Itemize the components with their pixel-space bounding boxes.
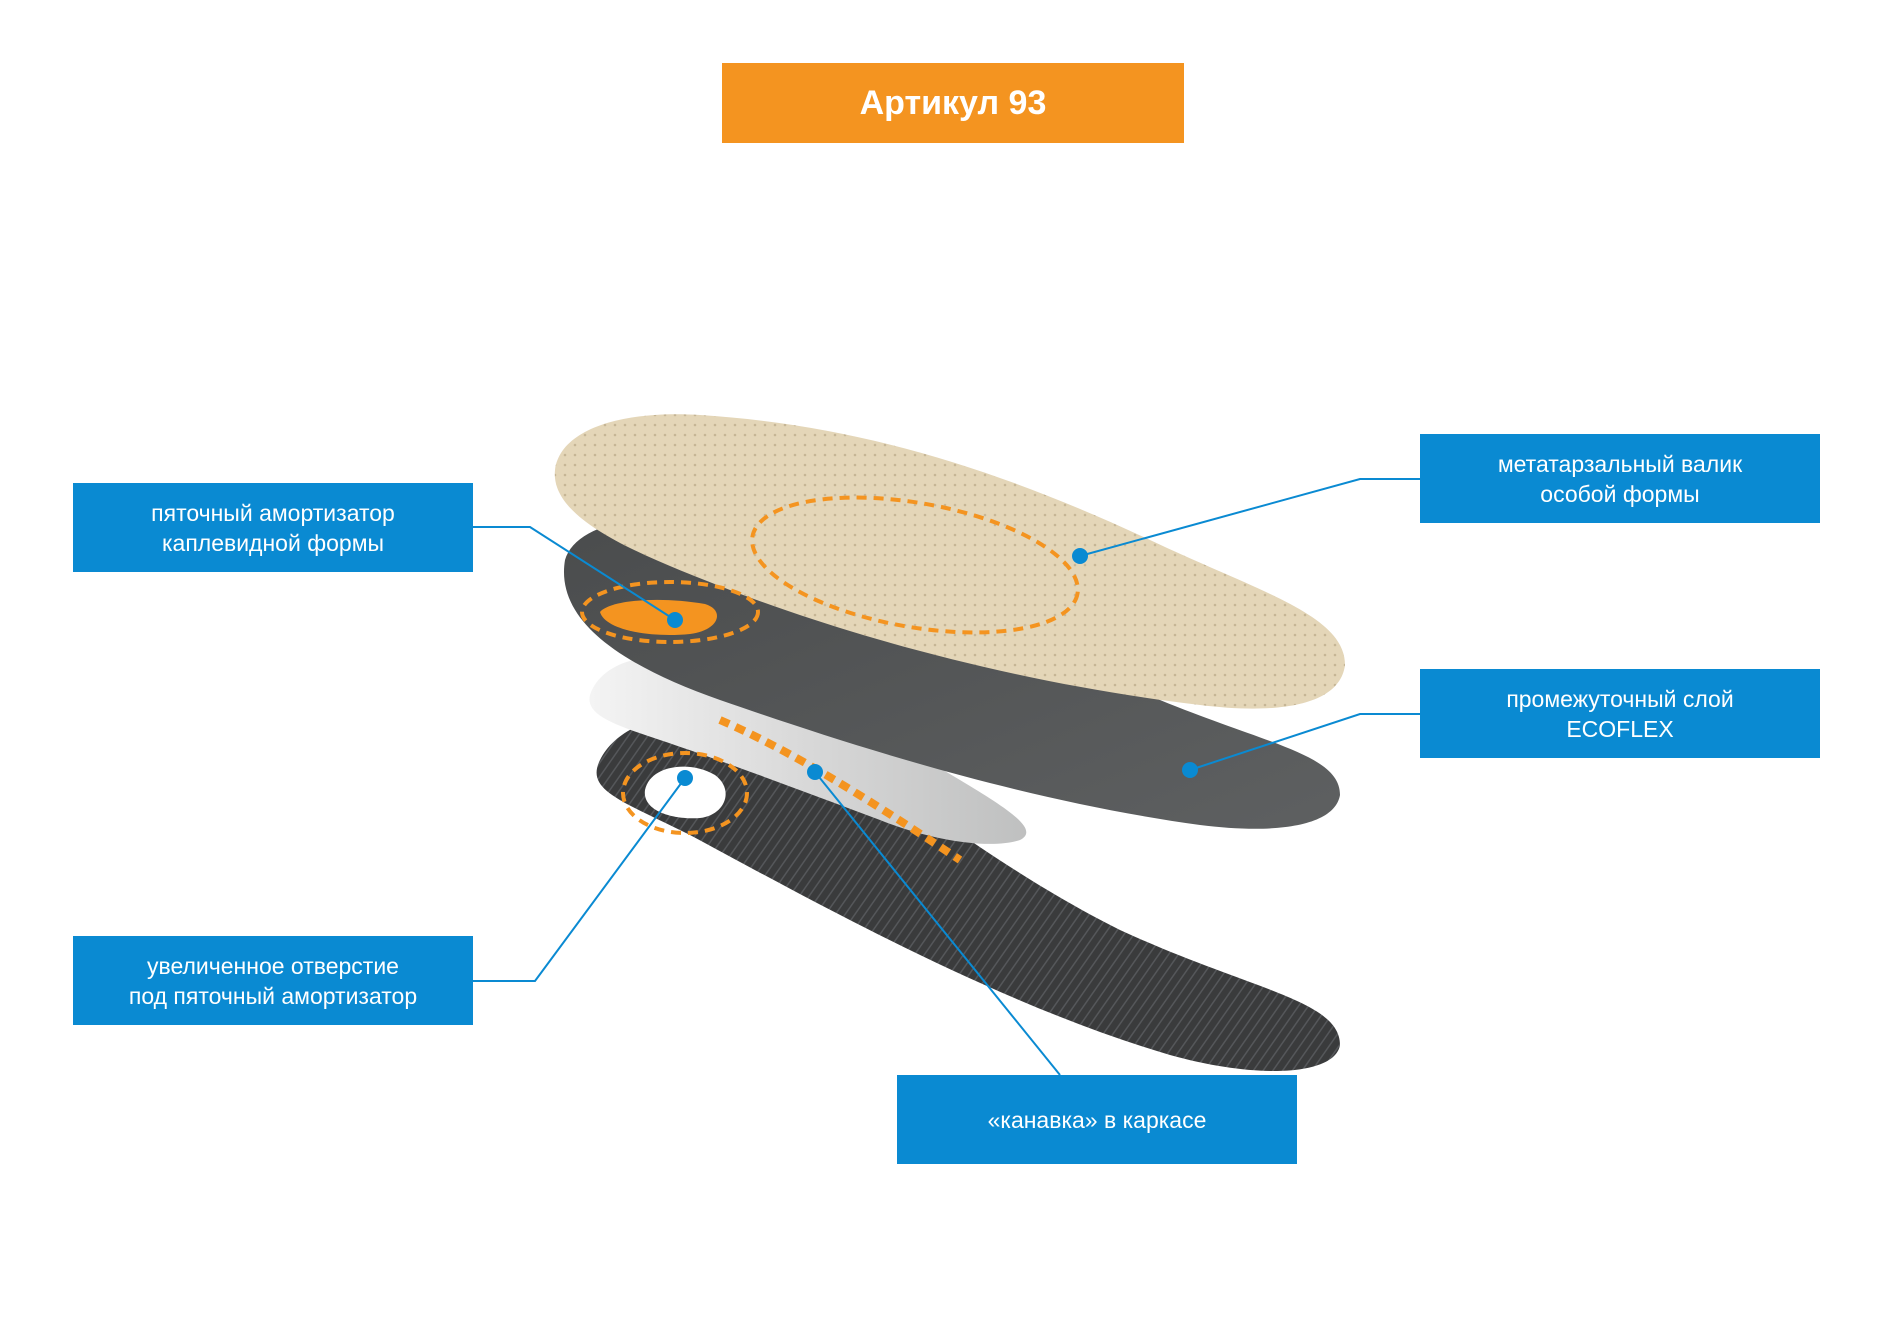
carbon-base-layer bbox=[596, 714, 1340, 1072]
label-metatarsal-line1: метатарзальный валик bbox=[1497, 450, 1743, 477]
heel-absorber-outline bbox=[580, 580, 760, 644]
dot-ecoflex bbox=[1182, 762, 1198, 778]
heel-absorber bbox=[600, 599, 717, 636]
label-ecoflex: промежуточный слой ECOFLEX bbox=[1420, 669, 1820, 758]
label-metatarsal-line2: особой формы bbox=[1540, 480, 1700, 507]
label-metatarsal: метатарзальный валик особой формы bbox=[1420, 434, 1820, 523]
label-enlarged-hole: увеличенное отверстие под пяточный аморт… bbox=[73, 936, 473, 1025]
label-ecoflex-line1: промежуточный слой bbox=[1506, 685, 1734, 712]
dot-groove bbox=[807, 764, 823, 780]
dot-metatarsal bbox=[1072, 548, 1088, 564]
leader-heel-absorber bbox=[473, 526, 676, 621]
leader-enlarged-hole bbox=[473, 777, 686, 982]
label-groove: «канавка» в каркасе bbox=[897, 1075, 1297, 1164]
shell-layer bbox=[589, 656, 1027, 844]
leader-groove bbox=[814, 771, 1061, 1076]
highlight-outlines bbox=[580, 495, 1080, 864]
label-enlarged-hole-line2: под пяточный амортизатор bbox=[128, 982, 418, 1009]
label-heel-absorber: пяточный амортизатор каплевидной формы bbox=[73, 483, 473, 572]
label-heel-absorber-line1: пяточный амортизатор bbox=[151, 499, 395, 526]
page-title: Артикул 93 bbox=[859, 83, 1047, 122]
groove-outline bbox=[718, 716, 963, 864]
leader-metatarsal bbox=[1079, 478, 1420, 557]
metatarsal-outline bbox=[750, 495, 1080, 635]
heel-hole-outline bbox=[621, 751, 749, 835]
label-heel-absorber-line2: каплевидной формы bbox=[161, 529, 385, 556]
label-groove-line1: «канавка» в каркасе bbox=[987, 1106, 1207, 1133]
dot-enlarged-hole bbox=[677, 770, 693, 786]
label-ecoflex-line2: ECOFLEX bbox=[1566, 715, 1674, 742]
leader-ecoflex bbox=[1189, 713, 1420, 771]
label-enlarged-hole-line1: увеличенное отверстие bbox=[147, 952, 399, 979]
leader-lines bbox=[473, 478, 1420, 1076]
dot-heel-absorber bbox=[667, 612, 683, 628]
leader-dots bbox=[667, 548, 1198, 786]
title-box: Артикул 93 bbox=[722, 63, 1184, 143]
